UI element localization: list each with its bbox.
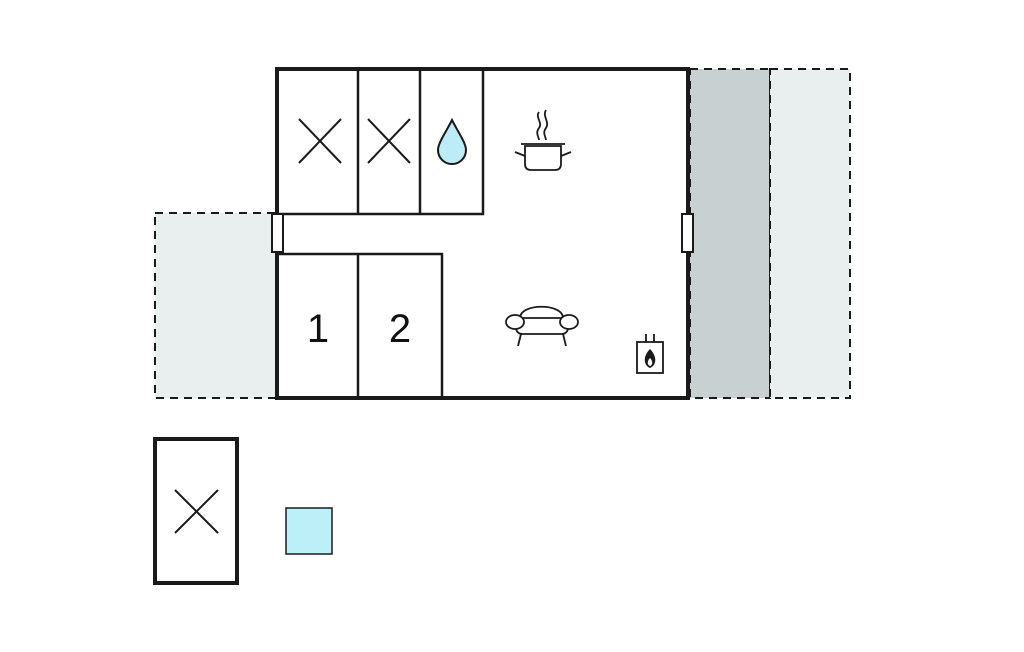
- right-door: [681, 213, 694, 253]
- cooking-pot-icon: [514, 109, 572, 171]
- cross-icon: [174, 489, 219, 534]
- right-terrace-open: [769, 68, 851, 399]
- room-label-1: 1: [307, 307, 329, 351]
- cross-icon: [367, 118, 411, 164]
- bedrooms: [277, 252, 444, 398]
- right-terrace-covered: [689, 68, 771, 399]
- left-door: [271, 213, 284, 253]
- fireplace-icon: [636, 334, 664, 374]
- top-rooms: [277, 69, 485, 216]
- pool: [285, 507, 333, 555]
- water-drop-icon: [436, 117, 468, 165]
- left-terrace: [154, 212, 278, 399]
- sofa-icon: [505, 305, 579, 347]
- room-label-2: 2: [389, 307, 411, 351]
- cross-icon: [298, 118, 342, 164]
